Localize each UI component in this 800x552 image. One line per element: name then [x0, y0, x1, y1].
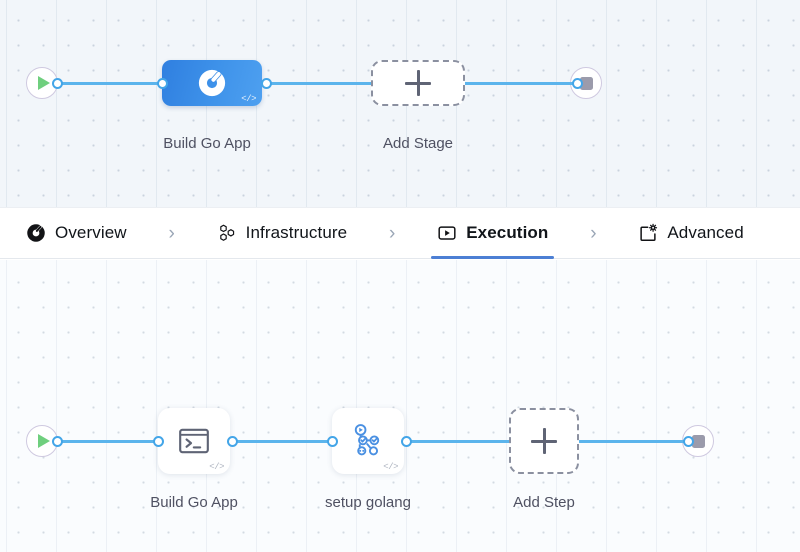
terminal-icon — [179, 428, 209, 454]
harness-donut-icon — [198, 69, 226, 97]
port-setup-golang-out[interactable] — [401, 436, 412, 447]
plugin-graph-icon — [354, 424, 380, 456]
stop-circle-icon — [691, 434, 705, 448]
square-gear-icon — [640, 223, 658, 241]
step-label-setup-golang: setup golang — [325, 494, 411, 511]
port-step-start-out[interactable] — [52, 436, 63, 447]
step-label-build-go-app: Build Go App — [150, 494, 238, 511]
play-circle-icon — [38, 434, 50, 448]
edge-build-go-app-to-setup-golang — [231, 440, 339, 443]
step-node-build-go-app[interactable]: </> — [158, 408, 230, 474]
stage-label-build-go-app: Build Go App — [163, 135, 251, 152]
add-step-label: Add Step — [513, 494, 575, 511]
edge-start-to-build-go-app-step — [55, 440, 163, 443]
tab-separator-2: › — [389, 222, 396, 244]
step-code-badge: </> — [209, 462, 224, 472]
edge-build-go-app-to-add-stage — [265, 82, 375, 85]
tab-overview[interactable]: Overview — [24, 207, 129, 259]
port-end-in[interactable] — [572, 78, 583, 89]
play-box-icon — [438, 226, 456, 240]
harness-donut-icon — [27, 224, 45, 242]
hexagon-cluster-icon — [219, 224, 234, 241]
tab-advanced[interactable]: Advanced — [636, 207, 745, 259]
port-build-go-app-out[interactable] — [261, 78, 272, 89]
edge-add-stage-to-end — [460, 82, 578, 85]
port-setup-golang-in[interactable] — [327, 436, 338, 447]
stage-node-build-go-app[interactable]: </> — [162, 60, 262, 106]
edge-add-step-to-end — [578, 440, 688, 443]
add-stage-button[interactable] — [371, 60, 465, 106]
tab-execution-label: Execution — [466, 223, 549, 242]
port-step-end-in[interactable] — [683, 436, 694, 447]
stage-canvas[interactable]: </> Build Go App Add Stage — [0, 0, 800, 207]
plus-icon — [531, 428, 557, 454]
add-step-button[interactable] — [509, 408, 579, 474]
tab-overview-label: Overview — [55, 223, 127, 242]
pipeline-end-node[interactable] — [570, 67, 602, 99]
port-step-build-go-app-out[interactable] — [227, 436, 238, 447]
stage-code-badge: </> — [241, 94, 256, 104]
tab-infrastructure-label: Infrastructure — [245, 223, 348, 242]
tab-infrastructure[interactable]: Infrastructure — [215, 207, 350, 259]
edge-start-to-build-go-app — [55, 82, 163, 85]
step-code-badge-setup-golang: </> — [383, 462, 398, 472]
step-canvas[interactable]: </> Build Go App </> — [0, 260, 800, 552]
plus-icon — [405, 70, 431, 96]
port-start-out[interactable] — [52, 78, 63, 89]
port-build-go-app-in[interactable] — [157, 78, 168, 89]
stage-tabs[interactable]: Overview › Infrastructure › Execution › — [0, 207, 800, 259]
tab-execution[interactable]: Execution — [431, 207, 555, 259]
tab-separator-1: › — [168, 222, 175, 244]
play-circle-icon — [38, 76, 50, 90]
tab-separator-3: › — [590, 222, 597, 244]
port-step-build-go-app-in[interactable] — [153, 436, 164, 447]
step-node-setup-golang[interactable]: </> — [332, 408, 404, 474]
stop-circle-icon — [579, 76, 593, 90]
tab-advanced-label: Advanced — [667, 223, 744, 242]
add-stage-label: Add Stage — [382, 135, 454, 152]
edge-setup-golang-to-add-step — [405, 440, 513, 443]
